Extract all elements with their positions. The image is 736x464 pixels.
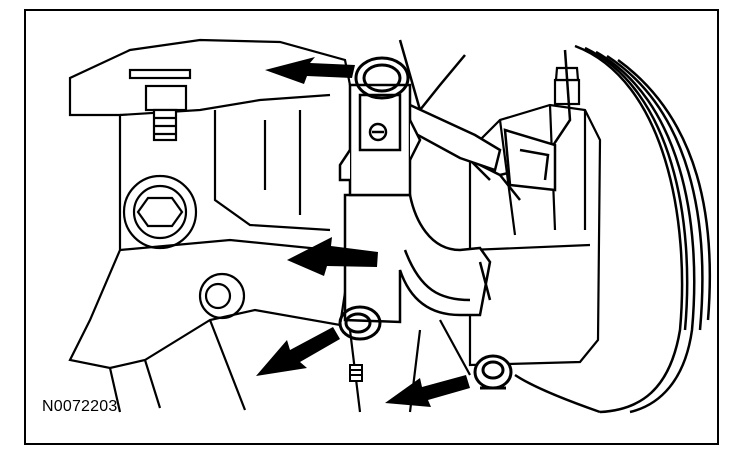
- o-ring-lower: [338, 305, 382, 341]
- arrow-middle: [287, 237, 378, 276]
- illustration-border: [24, 9, 719, 445]
- bracket-hex-socket: [122, 174, 198, 250]
- hose-elbow: [343, 193, 492, 324]
- stud-bolt: [349, 364, 363, 382]
- arrow-lower-right: [385, 375, 470, 407]
- figure-label: N0072203: [42, 398, 118, 415]
- o-ring-upper: [354, 56, 410, 100]
- arrow-lower-left: [256, 327, 340, 376]
- pump-body: [468, 103, 602, 367]
- bracket-hole: [198, 272, 246, 320]
- bracket-bolt: [128, 68, 192, 142]
- pulley: [514, 44, 712, 414]
- hose-clamp: [403, 103, 557, 192]
- arrow-upper: [265, 57, 355, 84]
- pump-bolt-lower: [473, 354, 513, 390]
- sensor-connector: [338, 83, 422, 197]
